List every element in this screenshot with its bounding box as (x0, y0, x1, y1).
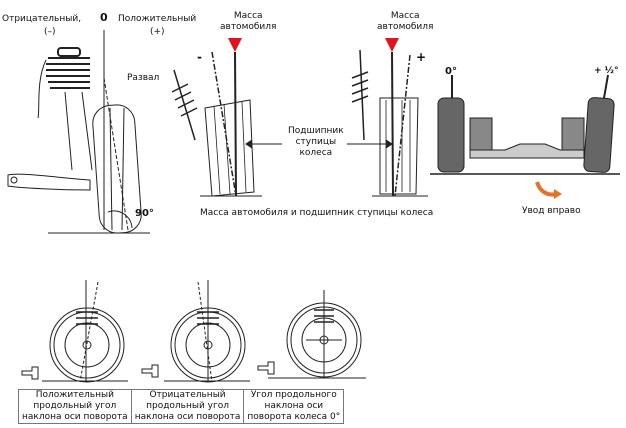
arm-bushing (10, 176, 18, 184)
caster-wheel-negative (141, 280, 250, 383)
right-angle-label: + ½° (594, 66, 619, 76)
camber-label: Развал (127, 73, 160, 83)
right-tire (583, 97, 615, 173)
positive-sign-label: (+) (150, 27, 165, 37)
caster-wheel-zero (257, 290, 366, 379)
negative-axis-line (211, 51, 237, 197)
direction-arrow-icon (141, 364, 159, 378)
angle-arc (107, 210, 133, 229)
strut-spring (171, 69, 198, 141)
strut-spring (351, 49, 369, 141)
camber-diagram (7, 30, 150, 234)
mass-load-line (391, 51, 394, 197)
minus-sign: - (197, 50, 202, 64)
load-diagram-positive (347, 38, 428, 197)
positive-axis-line (394, 54, 411, 197)
pull-diagram (430, 74, 620, 199)
mass-load-line (234, 51, 237, 197)
left-spring (469, 117, 493, 153)
tire-section (204, 99, 255, 197)
load-diagram-negative (171, 38, 282, 197)
left-angle-label: 0° (445, 66, 457, 77)
control-arm (7, 173, 91, 191)
pull-caption: Увод вправо (522, 206, 581, 216)
pull-right-arrow-icon (535, 181, 557, 197)
right-angle-line (603, 74, 609, 99)
zero-label: 0 (100, 11, 108, 24)
axle-beam (469, 143, 585, 159)
tire-section (379, 97, 419, 195)
mass-marker-icon (228, 38, 242, 52)
brake-hose (37, 59, 47, 119)
left-tire (437, 97, 465, 173)
plus-sign: + (416, 50, 427, 64)
negative-sign-label: (–) (44, 27, 56, 37)
load-caption: Масса автомобиля и подшипник ступицы кол… (200, 208, 434, 218)
mass-marker-icon (385, 38, 399, 52)
negative-camber-label: Отрицательный, (2, 14, 82, 24)
direction-arrow-icon (257, 361, 275, 375)
strut-spring (46, 47, 93, 171)
positive-camber-label: Положительный (118, 14, 197, 24)
camber-line (103, 77, 129, 231)
direction-arrow-icon (21, 366, 39, 380)
caster-wheel-positive (21, 280, 128, 383)
right-spring (561, 117, 585, 153)
angle-90-label: 90° (135, 208, 154, 219)
